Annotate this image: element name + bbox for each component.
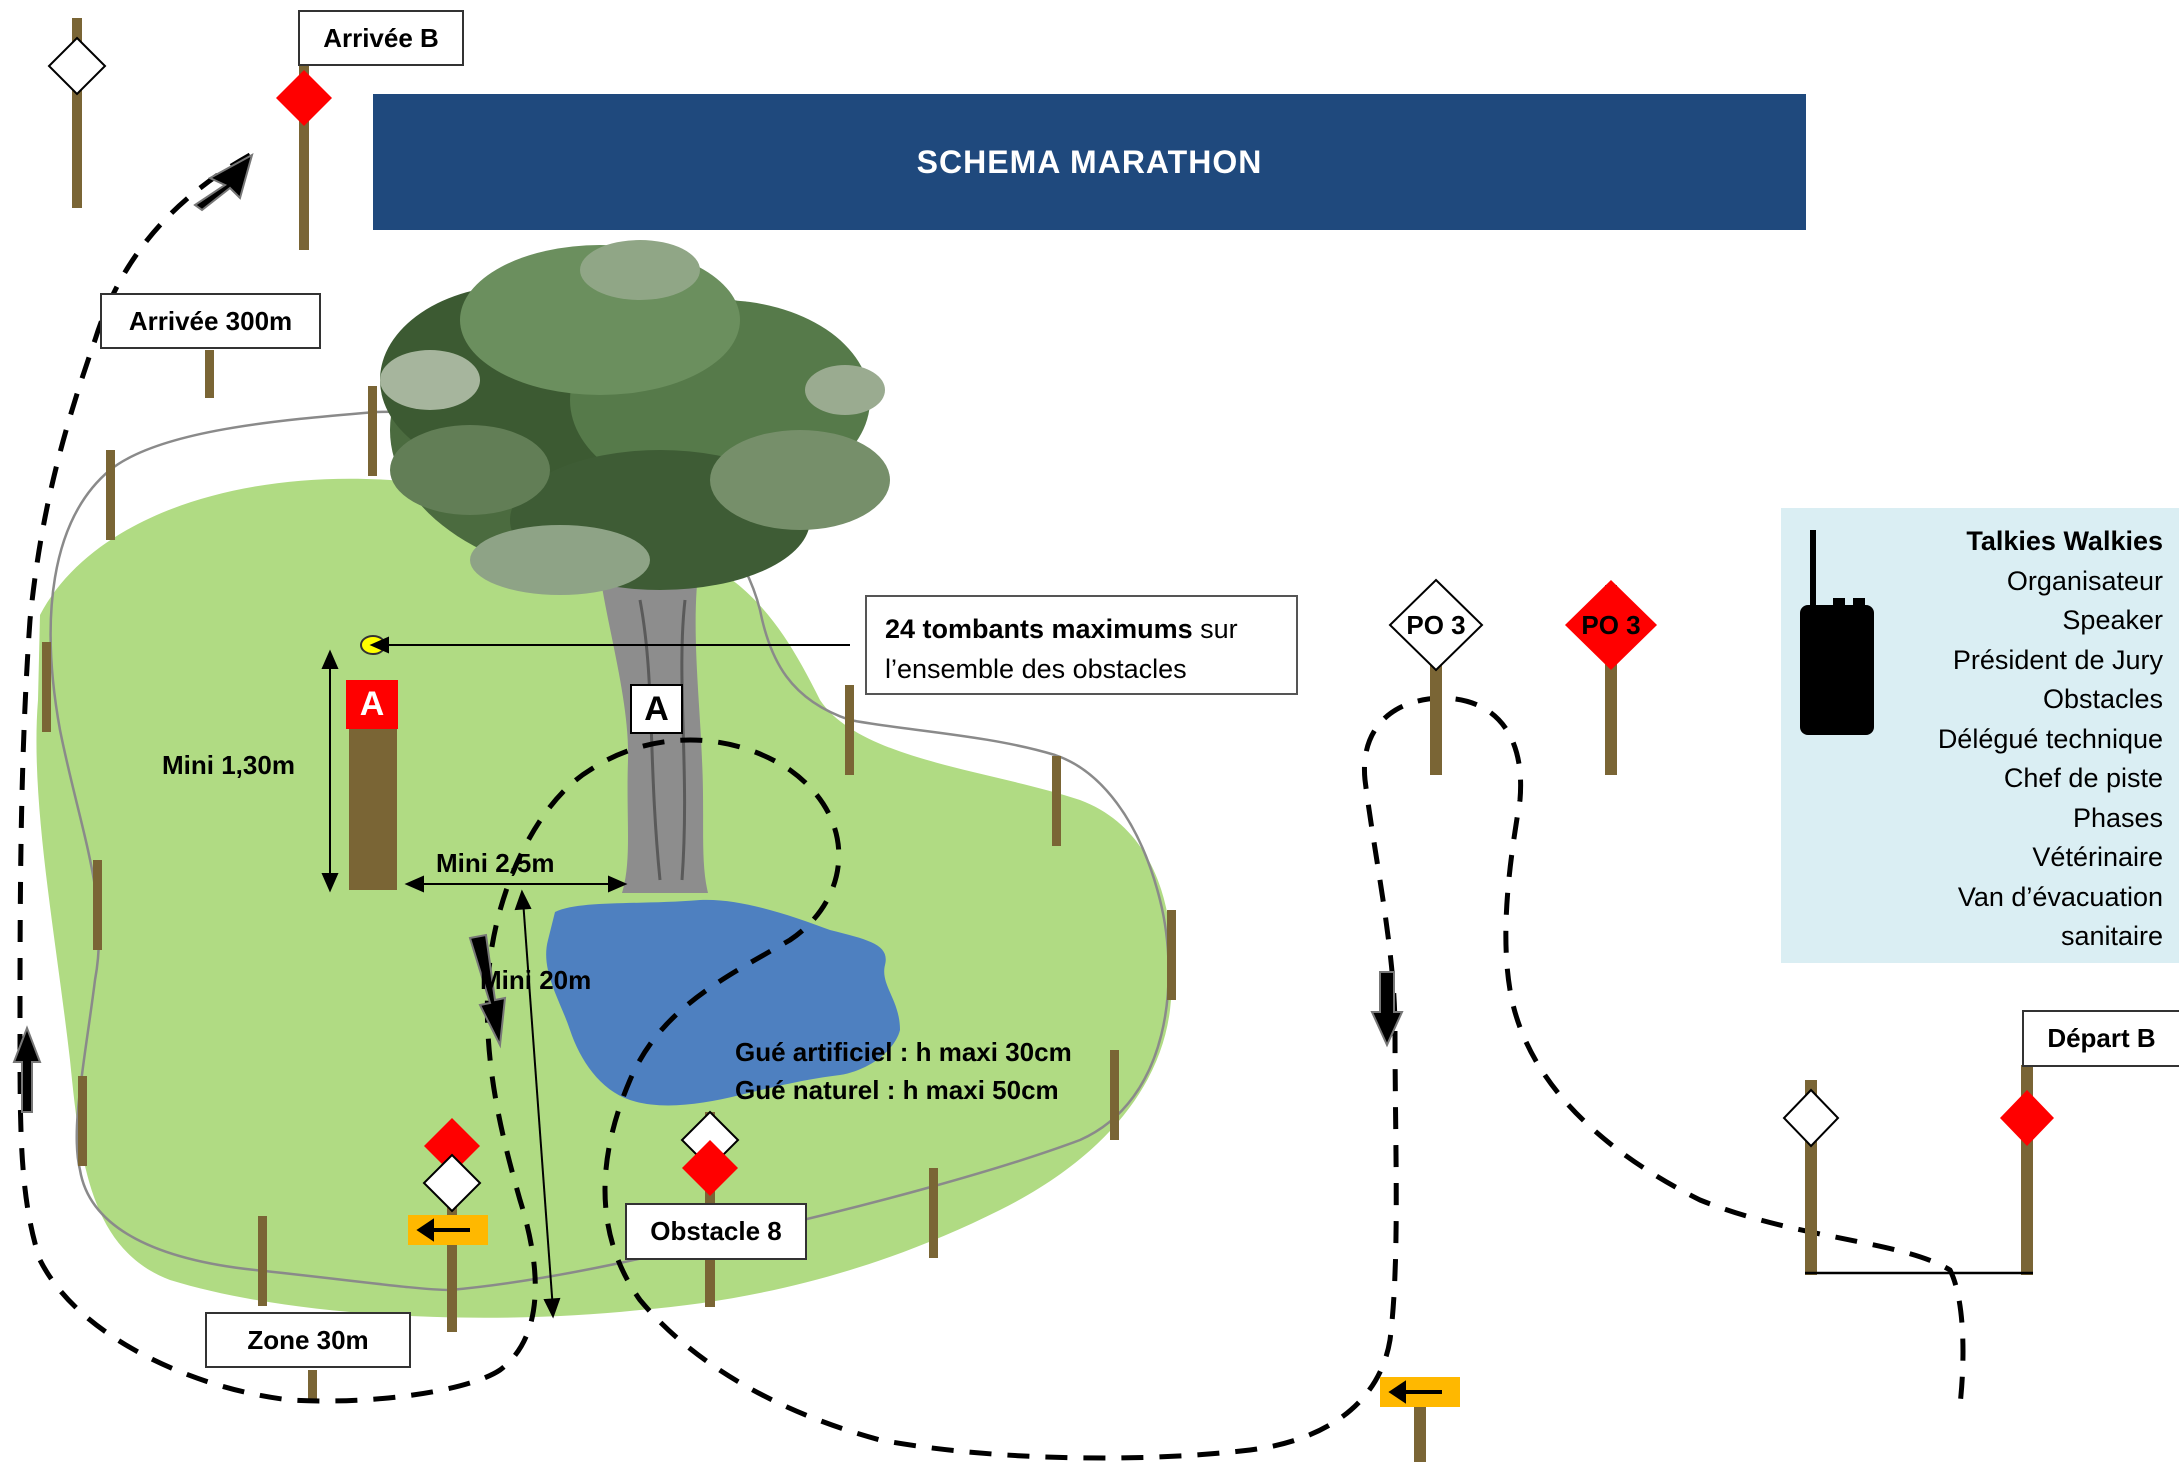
- dimension-lines: [321, 636, 850, 1319]
- callout-rest-2: l’ensemble des obstacles: [885, 654, 1187, 684]
- callout-rest-1: sur: [1192, 614, 1238, 644]
- obstacle-a-red-marker: A: [346, 680, 398, 729]
- walkie-talkie-legend: Talkies Walkies Organisateur Speaker Pré…: [1781, 508, 2179, 963]
- white-flag-depart: [1782, 1088, 1840, 1148]
- page-title-text: SCHEMA MARATHON: [916, 143, 1263, 180]
- label-obstacle-8: Obstacle 8: [625, 1203, 807, 1260]
- white-flag-top-left: [47, 36, 107, 96]
- po3-red-label: PO 3: [1581, 610, 1641, 640]
- legend-item: sanitaire: [2060, 921, 2163, 951]
- walkie-talkie-icon: [1800, 530, 1874, 735]
- legend-item: Président de Jury: [1952, 644, 2163, 675]
- page-title: SCHEMA MARATHON: [373, 94, 1806, 230]
- legend-item: Van d’évacuation: [1957, 881, 2163, 912]
- grass-field: [36, 478, 1173, 1318]
- dim-distance: Mini 20m: [480, 965, 592, 995]
- red-flag-arrivee: [276, 70, 332, 126]
- direction-arrows: [12, 152, 1404, 1113]
- legend-item: Organisateur: [2006, 565, 2163, 596]
- legend-item: Vétérinaire: [2032, 842, 2163, 872]
- label-arrivee-300m: Arrivée 300m: [100, 293, 321, 349]
- callout-bold: 24 tombants maximums: [885, 614, 1193, 644]
- red-flag-zone: [424, 1118, 480, 1174]
- course-path: [17, 152, 1966, 1461]
- obstacle-a-white-marker: A: [630, 684, 683, 734]
- red-flag-po3: [1565, 580, 1657, 670]
- fence-posts: [42, 350, 1176, 1402]
- legend-box: [1781, 508, 2179, 963]
- legend-item: Speaker: [2062, 605, 2163, 635]
- red-flag-obstacle-8: [682, 1140, 738, 1196]
- legend-title: Talkies Walkies: [1966, 526, 2163, 556]
- legend-item: Obstacles: [2042, 684, 2163, 714]
- white-flag-zone: [422, 1153, 482, 1213]
- water-pond: [546, 899, 900, 1106]
- legend-item: Chef de piste: [2003, 763, 2163, 793]
- dim-width: Mini 2,5m: [436, 848, 555, 878]
- label-arrivee-b: Arrivée B: [298, 10, 464, 66]
- label-depart-b: Départ B: [2022, 1010, 2179, 1067]
- legend-item: Phases: [2072, 802, 2163, 833]
- white-flag-po3: [1388, 578, 1484, 672]
- gue-artificiel: Gué artificiel : h maxi 30cm: [735, 1037, 1072, 1067]
- red-flag-depart: [2000, 1090, 2054, 1146]
- tombants-callout: 24 tombants maximums sur l’ensemble des …: [865, 595, 1298, 695]
- po3-white-label: PO 3: [1406, 610, 1466, 640]
- label-zone-30m: Zone 30m: [205, 1312, 411, 1368]
- gue-naturel: Gué naturel : h maxi 50cm: [735, 1075, 1059, 1105]
- tree-canopy: [380, 240, 890, 595]
- legend-item: Délégué technique: [1937, 723, 2163, 754]
- dim-height: Mini 1,30m: [162, 750, 295, 780]
